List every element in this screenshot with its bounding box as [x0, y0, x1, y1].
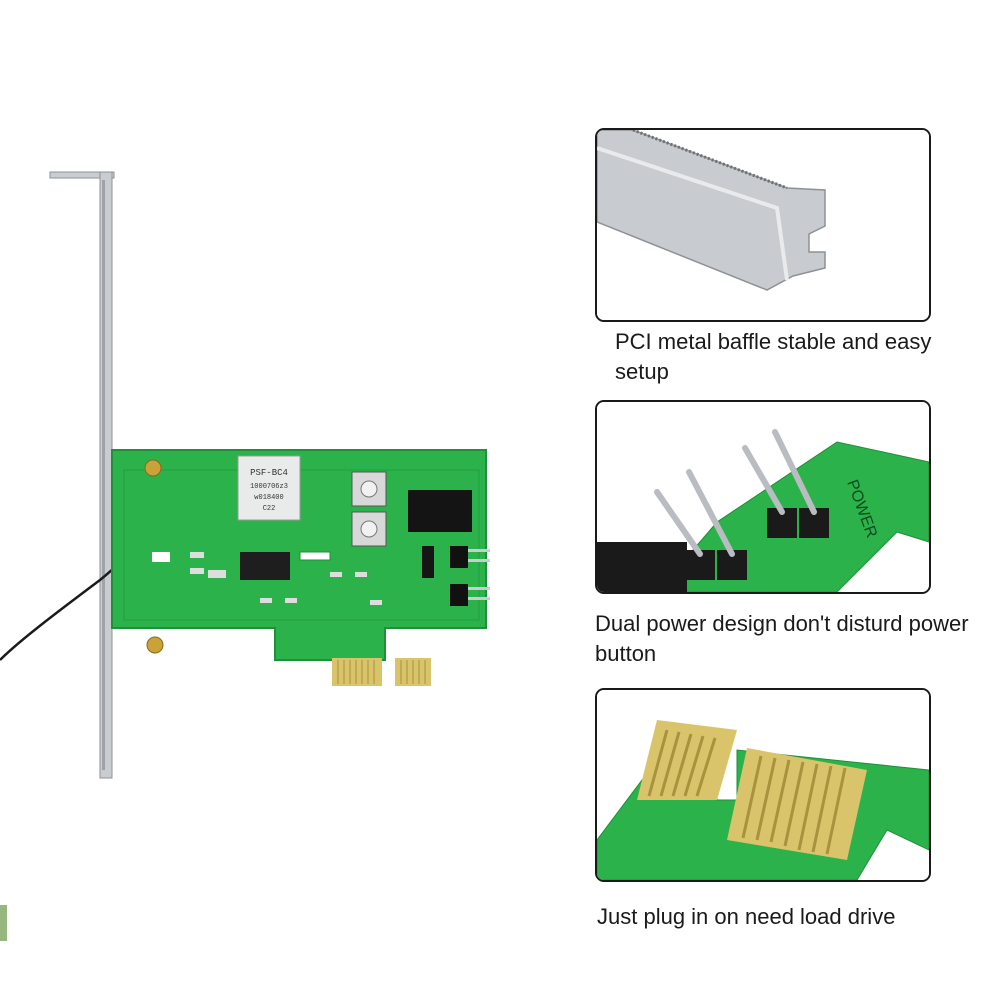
module-label-2: 1000706z3 — [250, 483, 288, 491]
tact-switch-2 — [351, 511, 387, 547]
caption-dual-power: Dual power design don't disturd power bu… — [595, 611, 969, 666]
pin-header-closeup: POWER — [597, 402, 929, 592]
wireless-module — [237, 455, 301, 521]
detail-image-gold-fingers — [595, 688, 931, 882]
gold-finger-closeup — [597, 690, 929, 880]
baffle-closeup — [597, 130, 929, 320]
pin-header-sw — [450, 546, 490, 568]
image-edge-fragment — [0, 905, 7, 941]
pcie-gold-contacts — [332, 658, 431, 686]
main-product-image: PSF-BC4 1000706z3 w018400 C22 — [0, 171, 490, 779]
module-label-4: C22 — [263, 505, 276, 513]
detail-image-dual-power: POWER — [595, 400, 931, 594]
ic-chip — [240, 552, 290, 580]
module-label-1: PSF-BC4 — [250, 468, 288, 478]
caption-plug-in: Just plug in on need load drive — [597, 904, 896, 929]
pcb-board: PSF-BC4 1000706z3 w018400 C22 — [111, 449, 490, 661]
relay — [408, 490, 472, 532]
pin-header-power — [450, 584, 490, 606]
detail-image-baffle — [595, 128, 931, 322]
screw-bottom — [146, 636, 164, 654]
screw-top — [144, 459, 162, 477]
metal-bracket — [49, 171, 115, 779]
module-label-3: w018400 — [254, 494, 283, 502]
caption-baffle: PCI metal baffle stable and easy setup — [615, 329, 932, 384]
